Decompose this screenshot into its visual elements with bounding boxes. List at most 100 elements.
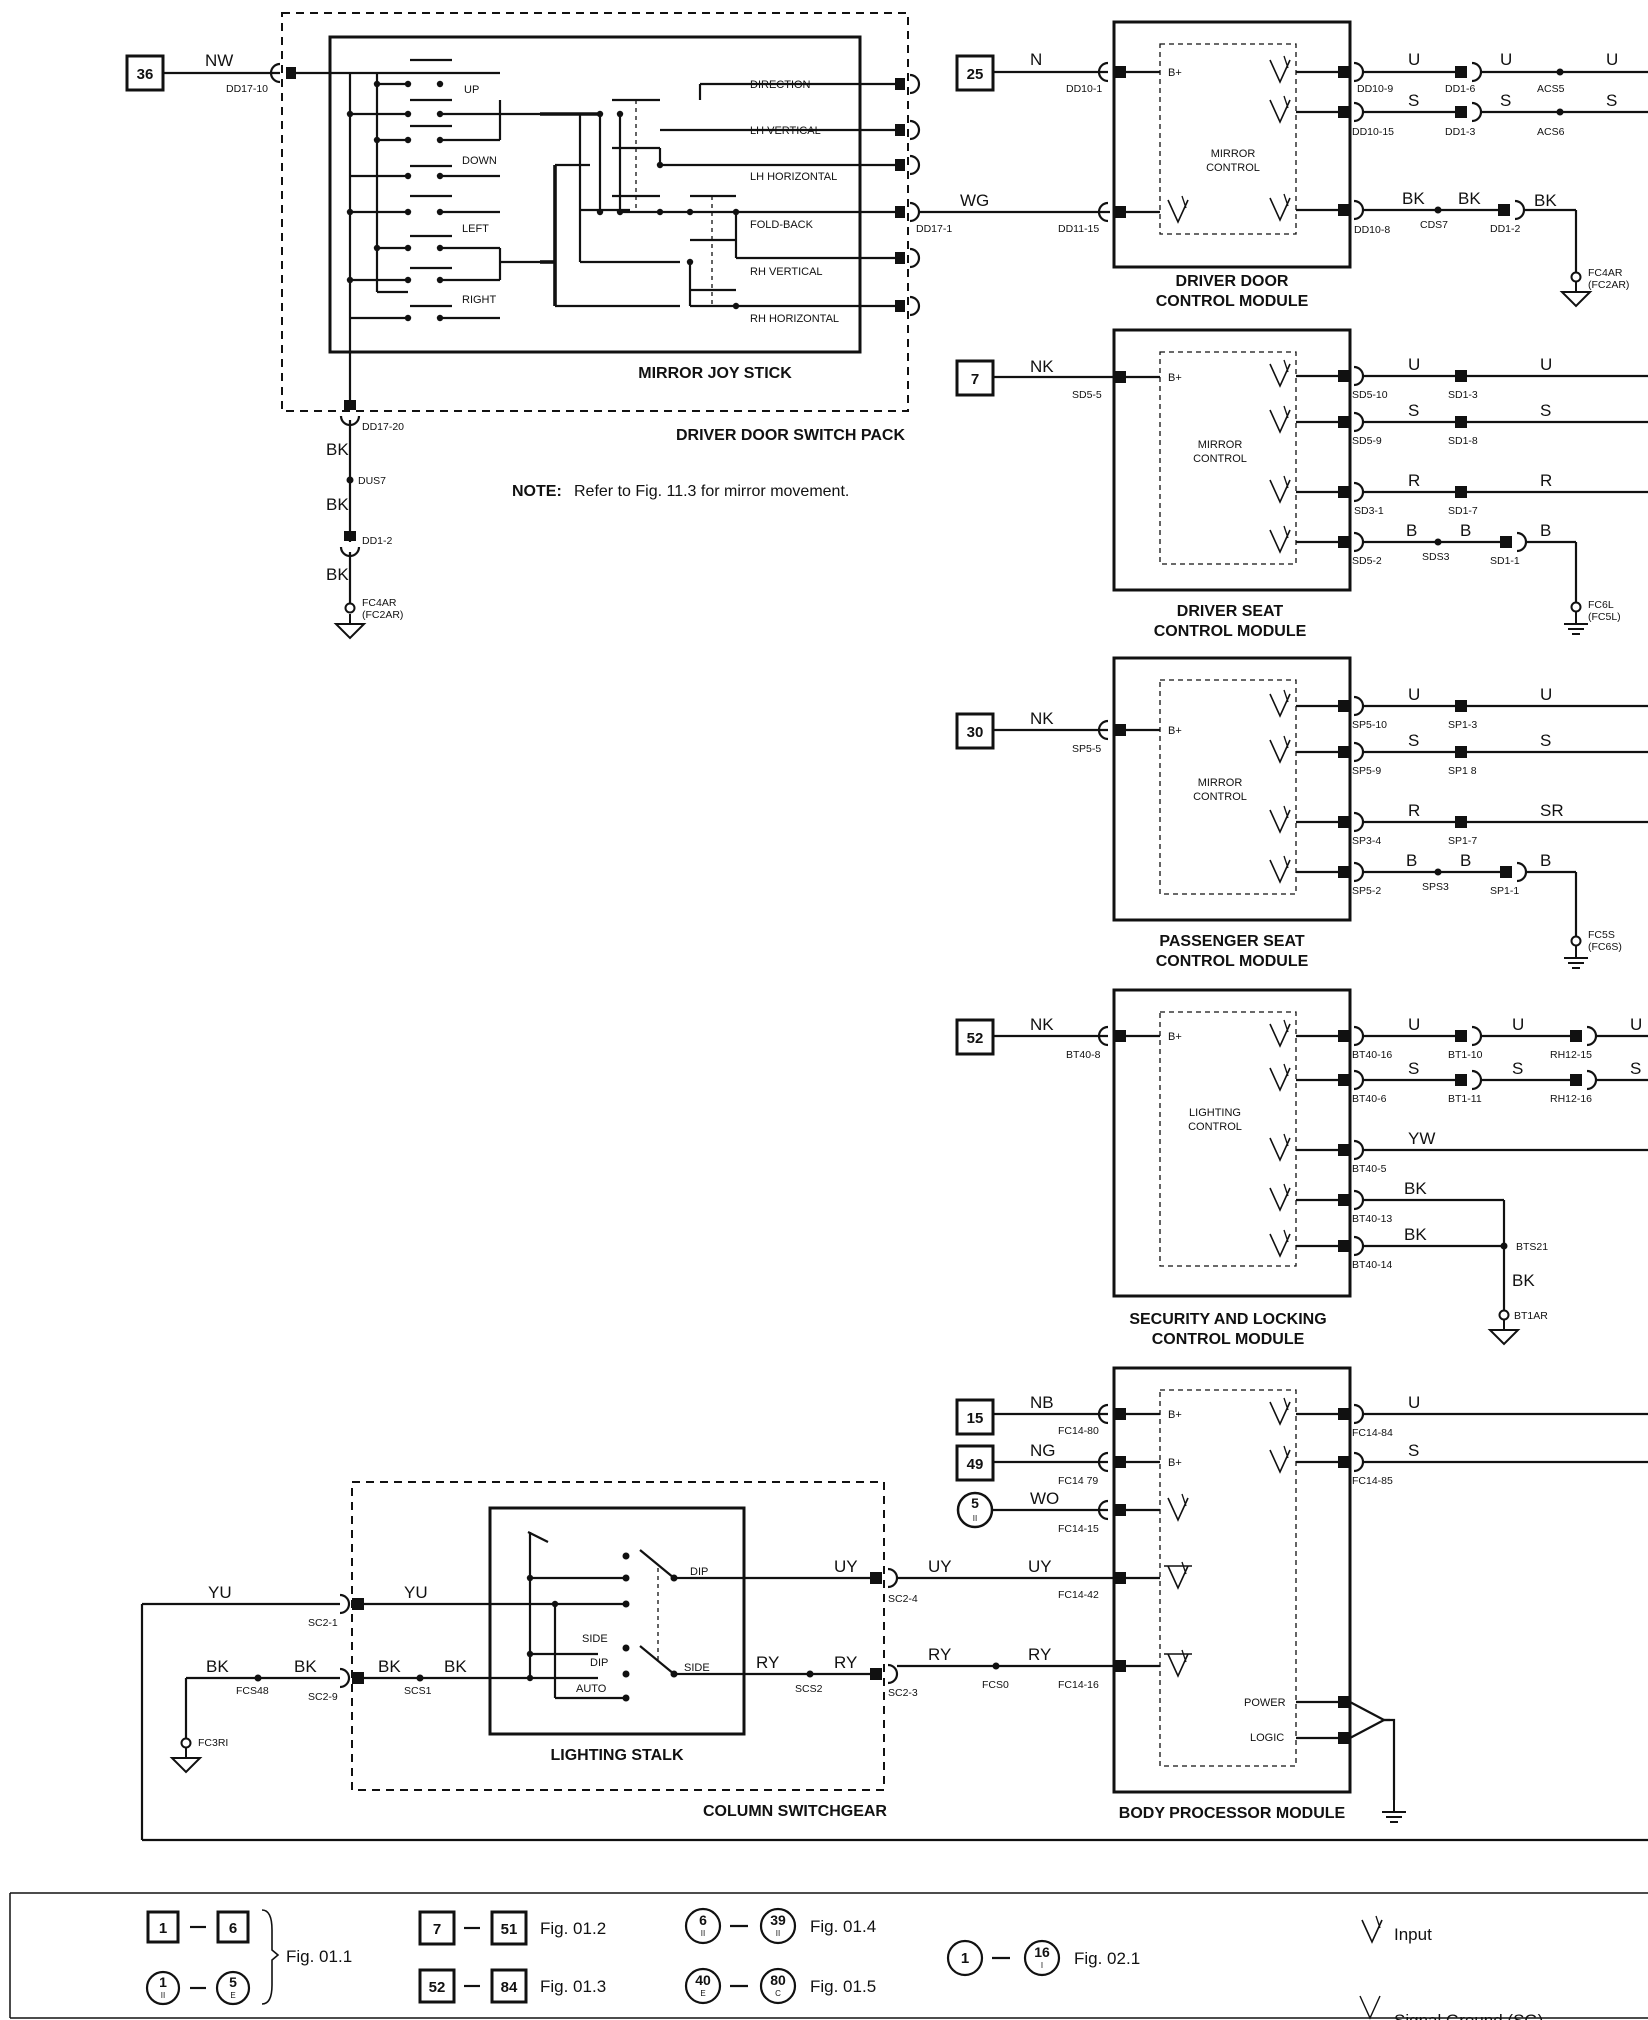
ground-point-label: FC3RI <box>198 1737 228 1749</box>
wire-label: U <box>1408 1393 1420 1412</box>
signal-label: B+ <box>1168 1457 1182 1469</box>
wire-label: RY <box>834 1653 857 1672</box>
wire-label: B <box>1540 851 1551 870</box>
output-lh-horizontal: LH HORIZONTAL <box>750 171 837 183</box>
switch-left: LEFT <box>350 194 500 252</box>
wire-label: U <box>1408 685 1420 704</box>
output-rh-vertical: RH VERTICAL <box>750 266 823 278</box>
wire-label: BK <box>444 1657 467 1676</box>
legend-ref: 51 <box>501 1921 518 1938</box>
note-label: NOTE: <box>512 483 562 500</box>
wire-label: BK <box>1512 1271 1535 1290</box>
pin-label: DD10-9 <box>1357 83 1393 95</box>
stalk-label-side: SIDE <box>582 1633 608 1645</box>
pin-label: FC14-84 <box>1352 1427 1393 1439</box>
wire-label: S <box>1500 91 1511 110</box>
splice-label: SCS2 <box>795 1683 823 1695</box>
pin-label: SP5-2 <box>1352 885 1381 897</box>
wire-label: S <box>1408 1441 1419 1460</box>
signal-label: B+ <box>1168 372 1182 384</box>
switch-label-right: RIGHT <box>462 294 497 306</box>
legend-text: Fig. 01.5 <box>810 1977 876 1996</box>
output-lh-vertical: LH VERTICAL <box>750 125 821 137</box>
connector-label: SD1-8 <box>1448 435 1478 447</box>
pin-label: FC14-15 <box>1058 1523 1099 1535</box>
ground-point-label: FC5S <box>1588 929 1615 941</box>
note-text: Refer to Fig. 11.3 for mirror movement. <box>574 483 849 500</box>
inner-label: MIRROR <box>1211 148 1256 160</box>
pin-label: SC2-4 <box>888 1593 918 1605</box>
joystick-box <box>328 35 862 354</box>
legend-sub: I <box>1041 1961 1043 1970</box>
pin-label: SD5-9 <box>1352 435 1382 447</box>
wire-label: RY <box>1028 1645 1051 1664</box>
connector-label: DD1-3 <box>1445 126 1476 138</box>
connector-label: BT1-10 <box>1448 1049 1483 1061</box>
wire-label: N <box>1030 50 1042 69</box>
legend-ref: 52 <box>429 1979 446 1996</box>
pin-label: BT40-16 <box>1352 1049 1392 1061</box>
ground-point-label: FC6L <box>1588 599 1614 611</box>
splice-label: ACS5 <box>1537 83 1565 95</box>
pin-label: FC14 79 <box>1058 1475 1098 1487</box>
note: NOTE: Refer to Fig. 11.3 for mirror move… <box>512 483 849 500</box>
switch-label-left: LEFT <box>462 223 489 235</box>
module-title: PASSENGER SEAT <box>1159 933 1304 950</box>
connector-label: SP1-1 <box>1490 885 1519 897</box>
pin-label: SP5-5 <box>1072 743 1101 755</box>
wire-label: S <box>1408 1059 1419 1078</box>
ref-number: 36 <box>137 66 154 83</box>
wire-label: B <box>1540 521 1551 540</box>
pin-label: FC14-16 <box>1058 1679 1099 1691</box>
connector-label: DD1-2 <box>362 535 393 547</box>
legend-text: Fig. 01.1 <box>286 1947 352 1966</box>
connector-label: SD1-1 <box>1490 555 1520 567</box>
wire-label: U <box>1606 50 1618 69</box>
wire-label: S <box>1606 91 1617 110</box>
module-title: BODY PROCESSOR MODULE <box>1119 1805 1346 1822</box>
wire-label: U <box>1540 685 1552 704</box>
pin-label: SD3-1 <box>1354 505 1384 517</box>
wire-label: BK <box>1402 189 1425 208</box>
stalk-title: LIGHTING STALK <box>550 1747 683 1764</box>
module-title: DRIVER SEAT <box>1177 603 1284 620</box>
inner-label: CONTROL <box>1206 162 1260 174</box>
legend-sg-label: Signal Ground (SG) <box>1394 2011 1543 2020</box>
wire-label: YU <box>404 1583 428 1602</box>
wire-label: B <box>1460 851 1471 870</box>
pin-label: DD17-10 <box>226 83 268 95</box>
connector-label: SP1-3 <box>1448 719 1477 731</box>
wire-label: BK <box>1458 189 1481 208</box>
column-switchgear: LIGHTING STALK COLUMN SWITCHGEAR DIP SID… <box>140 1481 1648 1842</box>
pin-label: SP3-4 <box>1352 835 1381 847</box>
legend-ref: 5 <box>229 1974 237 1990</box>
ref-number: 30 <box>967 724 984 741</box>
splice-label: CDS7 <box>1420 219 1448 231</box>
signal-label: B+ <box>1168 67 1182 79</box>
switch-pack-title: DRIVER DOOR SWITCH PACK <box>676 427 905 444</box>
driver-seat-control-module: MIRROR CONTROL DRIVER SEAT CONTROL MODUL… <box>955 328 1648 640</box>
wire-label: U <box>1408 50 1420 69</box>
output-fold-back: FOLD-BACK <box>750 219 814 231</box>
wire-label: U <box>1408 355 1420 374</box>
wire-label: SR <box>1540 801 1564 820</box>
legend-ref: 80 <box>770 1972 786 1988</box>
logic-label: LOGIC <box>1250 1732 1284 1744</box>
wire-label: U <box>1512 1015 1524 1034</box>
wire-label: BK <box>1534 191 1557 210</box>
ref-number: 15 <box>967 1410 984 1427</box>
inner-label: CONTROL <box>1193 453 1247 465</box>
legend-text: Fig. 02.1 <box>1074 1949 1140 1968</box>
connector-label: RH12-15 <box>1550 1049 1592 1061</box>
wire-label: BK <box>1404 1225 1427 1244</box>
wire-label: S <box>1540 401 1551 420</box>
stalk-label-dip: DIP <box>590 1657 608 1669</box>
inner-label: LIGHTING <box>1189 1107 1241 1119</box>
output-direction: DIRECTION <box>750 79 811 91</box>
splice-label: DUS7 <box>358 475 386 487</box>
ground-point-label: BT1AR <box>1514 1310 1548 1322</box>
pin-label: DD17-20 <box>362 421 404 433</box>
wire-label: U <box>1630 1015 1642 1034</box>
splice-label: SCS1 <box>404 1685 432 1697</box>
wire-label: NK <box>1030 1015 1054 1034</box>
